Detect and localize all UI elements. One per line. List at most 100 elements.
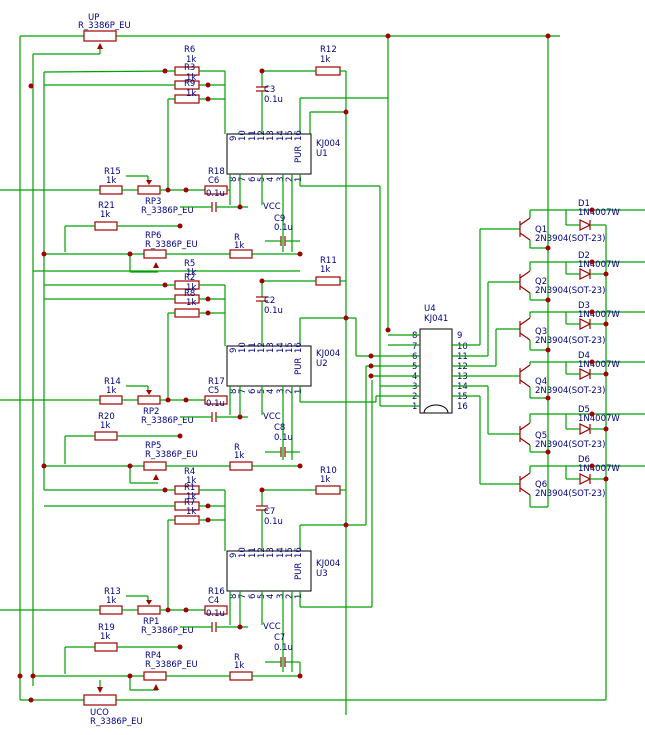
svg-text:2: 2: [412, 392, 417, 402]
svg-text:4: 4: [412, 372, 417, 382]
svg-text:14: 14: [457, 382, 468, 392]
c3-value: 0.1u: [264, 95, 283, 105]
r10-value: 1k: [320, 475, 330, 485]
channel-1: R6 1k R3 1k R9 1k R12 1k C3 0.1u 9 10 11…: [0, 45, 388, 715]
q1-ref: Q1: [535, 225, 547, 235]
u1-part: KJ004: [316, 139, 340, 149]
r20-label: R20: [98, 412, 115, 422]
channel-3: R4 1k R1 1k R7 1k R10 1k C7 0.1u 9 10 11…: [0, 366, 373, 703]
svg-text:3: 3: [412, 382, 417, 392]
svg-text:16: 16: [294, 342, 304, 353]
r8-value: 1k: [186, 298, 196, 308]
u4-part: KJ041: [424, 314, 448, 324]
d6-value: 1N4007W: [578, 464, 620, 474]
svg-text:1: 1: [294, 389, 304, 394]
u4-chip: U4 KJ041 8 7 6 5 4 3 2 1 9 10 11 12 13 1…: [356, 33, 551, 484]
svg-text:2: 2: [285, 389, 295, 394]
r2-value: 1k: [186, 283, 196, 293]
rp1-value: R_3386P_EU: [141, 626, 194, 636]
transistor-q4: Q4 2N3904(SOT-23): [496, 361, 605, 399]
q4-value: 2N3904(SOT-23): [535, 386, 605, 396]
rp4-value: R_3386P_EU: [145, 660, 198, 670]
rp3-label: RP3: [145, 197, 161, 207]
svg-text:8: 8: [229, 594, 239, 599]
up-value: R_3386P_EU: [78, 21, 131, 31]
r1-label: R1: [184, 483, 195, 493]
rp5-label: RP5: [145, 441, 161, 451]
q5-ref: Q5: [535, 431, 547, 441]
r-1-value: 1k: [234, 241, 244, 251]
r20-value: 1k: [100, 421, 110, 431]
q3-ref: Q3: [535, 327, 547, 337]
r3-label: R3: [184, 63, 195, 73]
r15-value: 1k: [106, 176, 116, 186]
transistor-q6: Q6 2N3904(SOT-23): [480, 465, 605, 508]
q2-value: 2N3904(SOT-23): [535, 286, 605, 296]
svg-text:4: 4: [266, 177, 276, 182]
c7b-value: 0.1u: [274, 643, 293, 653]
d5-value: 1N4007W: [578, 414, 620, 424]
u4-ref: U4: [424, 304, 436, 314]
svg-text:4: 4: [266, 594, 276, 599]
svg-text:12: 12: [257, 342, 267, 353]
q5-value: 2N3904(SOT-23): [535, 440, 605, 450]
d4-value: 1N4007W: [578, 360, 620, 370]
uco-value: R_3386P_EU: [90, 717, 143, 727]
u2-ref: U2: [316, 359, 328, 369]
svg-text:13: 13: [266, 130, 276, 141]
rp1-label: RP1: [143, 617, 159, 627]
uco-ref: UCO: [90, 708, 109, 718]
d2-ref: D2: [578, 251, 590, 261]
u4-pins-right: 9 10 11 12 13 14 15 16: [457, 331, 468, 412]
r5-value: 1k: [186, 268, 196, 278]
transistor-q2: Q2 2N3904(SOT-23): [488, 261, 605, 301]
rp2-value: R_3386P_EU: [141, 416, 194, 426]
svg-text:10: 10: [238, 547, 248, 558]
c8-value: 0.1u: [274, 433, 293, 443]
r-3-value: 1k: [234, 661, 244, 671]
c9-value: 0.1u: [274, 223, 293, 233]
svg-text:11: 11: [248, 547, 258, 558]
svg-text:5: 5: [412, 362, 417, 372]
r-2-label: R: [234, 443, 240, 453]
r10-label: R10: [320, 466, 337, 476]
u2-pur: PUR: [294, 358, 304, 375]
q6-value: 2N3904(SOT-23): [535, 489, 605, 499]
d3-ref: D3: [578, 301, 590, 311]
svg-text:16: 16: [294, 130, 304, 141]
r21-value: 1k: [100, 210, 110, 220]
vcc-1: VCC: [263, 202, 281, 212]
r9-label: R9: [184, 79, 195, 89]
r1-value: 1k: [186, 492, 196, 502]
rp3-value: R_3386P_EU: [141, 206, 194, 216]
r3-value: 1k: [186, 73, 196, 83]
svg-text:13: 13: [266, 547, 276, 558]
svg-text:10: 10: [457, 342, 468, 352]
rp4-label: RP4: [145, 651, 161, 661]
svg-text:10: 10: [238, 342, 248, 353]
d1-value: 1N4007W: [578, 208, 620, 218]
q1-value: 2N3904(SOT-23): [535, 234, 605, 244]
svg-text:14: 14: [276, 130, 286, 141]
svg-text:6: 6: [248, 177, 258, 182]
u3-part: KJ004: [316, 559, 340, 569]
c5-value: 0.1u: [206, 399, 225, 409]
svg-text:7: 7: [238, 594, 248, 599]
svg-text:7: 7: [238, 389, 248, 394]
r9-value: 1k: [186, 89, 196, 99]
c7-value: 0.1u: [264, 517, 283, 527]
rp6-label: RP6: [145, 231, 161, 241]
svg-text:16: 16: [457, 402, 468, 412]
svg-text:13: 13: [457, 372, 468, 382]
q2-ref: Q2: [535, 277, 547, 287]
r13-label: R13: [104, 587, 121, 597]
r17-label: R17: [208, 377, 225, 387]
diode-d1: D1 1N4007W: [565, 199, 645, 231]
svg-text:15: 15: [285, 342, 295, 353]
c4-value: 0.1u: [206, 609, 225, 619]
u3-pins: 9 10 11 12 13 14 15 16 PUR 8 7 6 5 4 3 2…: [229, 547, 304, 599]
r19-label: R19: [98, 623, 115, 633]
vcc-3: VCC: [263, 622, 281, 632]
svg-text:2: 2: [285, 177, 295, 182]
